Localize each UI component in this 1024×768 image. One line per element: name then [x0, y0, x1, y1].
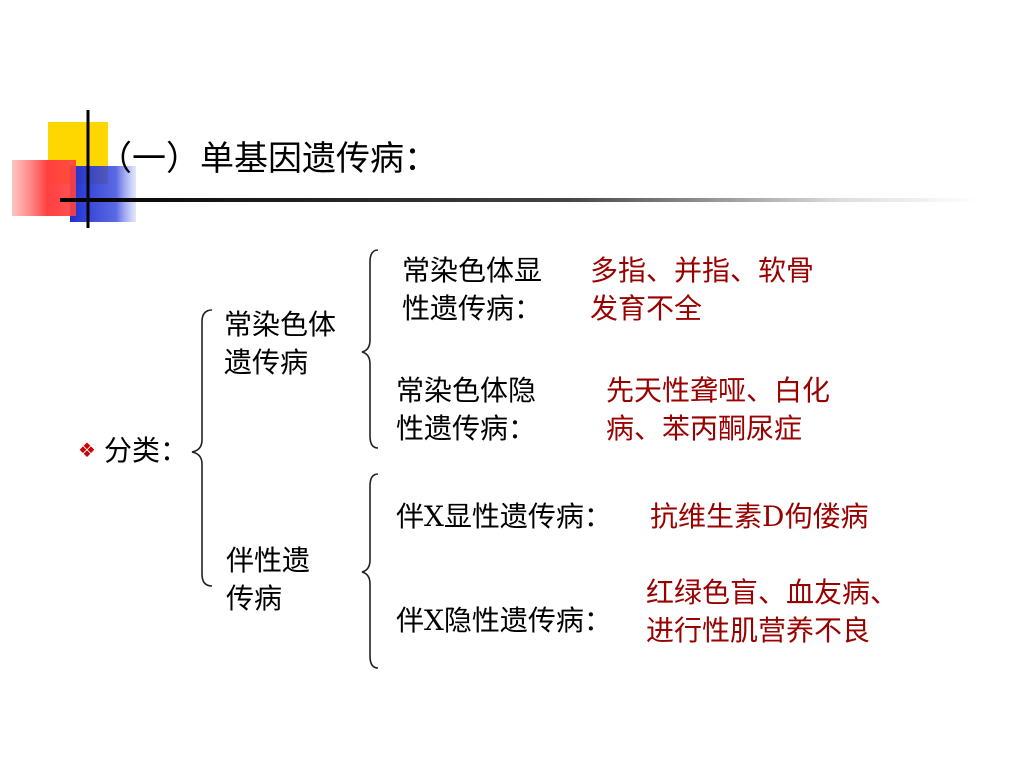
slide-title: （一）单基因遗传病： [98, 139, 438, 179]
red-square [12, 160, 76, 216]
main-brace [191, 309, 213, 587]
category-label: 分类： [104, 434, 189, 467]
examples-autosomal-recessive: 先天性聋哑、白化 病、苯丙酮尿症 [606, 374, 831, 445]
examples-x-linked-dominant: 抗维生素D佝偻病 [650, 500, 869, 533]
examples-x-linked-recessive: 红绿色盲、血友病、 进行性肌营养不良 [646, 576, 899, 647]
decorative-corner-squares [12, 110, 136, 228]
autosomal-brace [361, 249, 379, 449]
examples-autosomal-dominant: 多指、并指、软骨 发育不全 [590, 254, 815, 325]
sex-linked-brace [361, 473, 379, 669]
diamond-bullet-icon: ❖ [78, 438, 96, 462]
branch-label-autosomal: 常染色体 遗传病 [224, 308, 337, 379]
type-autosomal-recessive: 常染色体隐 性遗传病： [396, 374, 537, 445]
type-x-linked-dominant: 伴X显性遗传病： [396, 500, 612, 533]
type-x-linked-recessive: 伴X隐性遗传病： [396, 604, 612, 637]
branch-label-sex-linked: 伴性遗 传病 [226, 544, 311, 615]
type-autosomal-dominant: 常染色体显 性遗传病： [402, 254, 543, 325]
title-underline [60, 198, 980, 202]
blue-square [70, 166, 136, 222]
